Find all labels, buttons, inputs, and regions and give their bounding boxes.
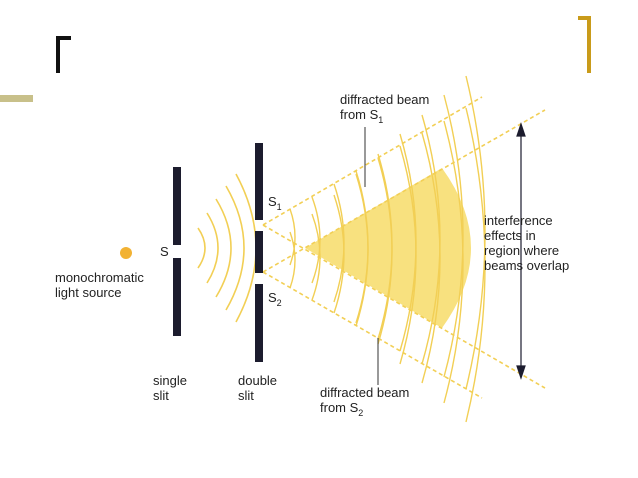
double-slit-barrier <box>255 143 263 362</box>
s2-wavefronts <box>289 75 486 390</box>
corner-bracket-top-left <box>56 36 71 73</box>
pointer-lines <box>364 127 379 385</box>
s2-label: S2 <box>268 290 282 308</box>
beam-s2-boundaries <box>262 109 546 399</box>
corner-bracket-top-right <box>578 16 591 73</box>
s-label: S <box>160 244 169 259</box>
light-source-dot <box>120 247 132 259</box>
beam-s1-boundaries <box>262 96 546 389</box>
s1-label: S1 <box>268 194 282 212</box>
source-label-line2: light source <box>55 285 121 300</box>
accent-rule <box>0 95 33 102</box>
source-label-line1: monochromatic <box>55 270 144 285</box>
overlap-region <box>305 168 471 328</box>
single-slit-barrier <box>173 167 181 336</box>
interference-extent-arrow <box>516 122 526 380</box>
single-slit-wavefronts <box>197 173 257 323</box>
